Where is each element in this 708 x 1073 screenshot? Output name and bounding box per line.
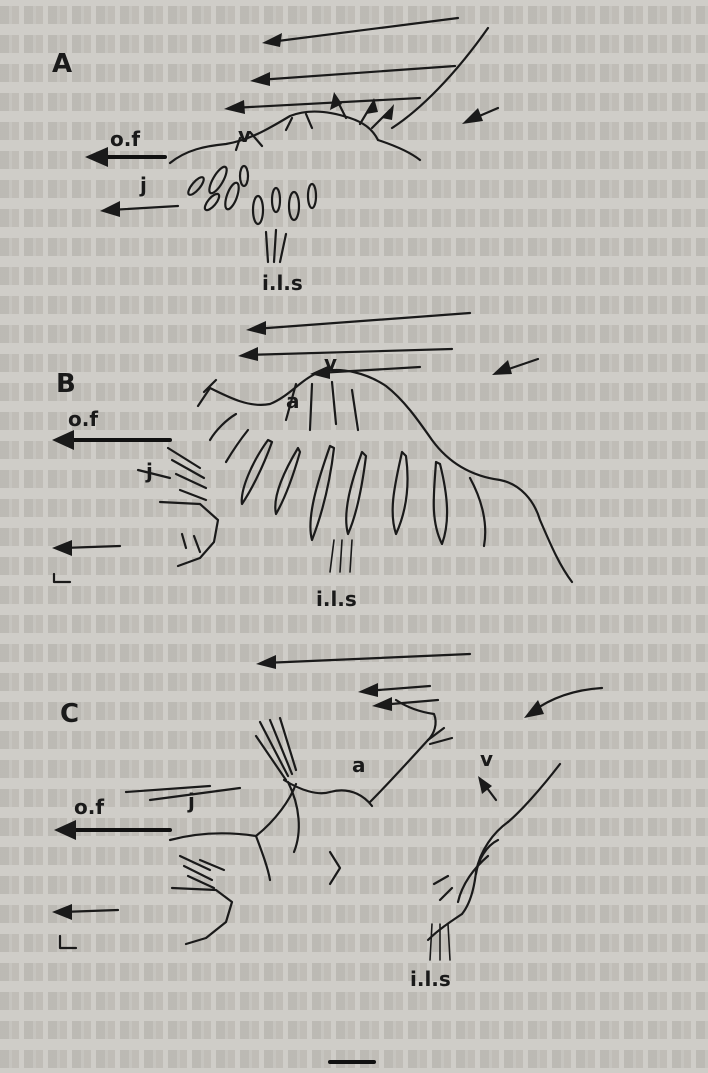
ils-label-b: i.l.s	[316, 587, 357, 611]
right-body-c: v	[428, 747, 560, 940]
v-label-b: v	[324, 351, 337, 375]
current-arrows-b	[238, 313, 538, 379]
j-label-b: j	[145, 459, 153, 483]
lamellae-a: i.l.s	[186, 165, 316, 295]
current-arrows-a	[224, 18, 498, 128]
jet-arrow-b: j	[52, 448, 218, 582]
outflow-label-a: o.f	[110, 127, 140, 151]
animal-outline-b: v a	[198, 351, 572, 582]
animal-outline-c: a	[170, 700, 452, 880]
panel-c: C o.f a v	[52, 654, 602, 1062]
outflow-arrow-a: o.f	[85, 127, 165, 167]
ils-label-c: i.l.s	[410, 967, 451, 991]
outflow-arrow-c: o.f	[54, 795, 170, 840]
outflow-arrow-b: o.f	[52, 407, 170, 450]
panel-a: A o.f v	[52, 18, 498, 295]
j-label-c: j	[187, 789, 195, 813]
animal-outline-a: v	[170, 92, 420, 163]
ils-label-a: i.l.s	[262, 271, 303, 295]
current-arrows-c	[256, 654, 602, 718]
v-label-a: v	[238, 123, 251, 147]
a-label-b: a	[286, 389, 300, 413]
a-label-c: a	[352, 753, 366, 777]
jet-arrow-a: j	[100, 173, 178, 217]
outflow-label-b: o.f	[68, 407, 98, 431]
j-label-a: j	[139, 173, 147, 197]
panel-c-label: C	[60, 699, 79, 729]
panel-b: B o.f v a i.l.s	[52, 313, 572, 611]
v-label-c: v	[480, 747, 493, 771]
outflow-label-c: o.f	[74, 795, 104, 819]
lamellae-c: i.l.s	[288, 782, 451, 991]
lamellae-b: i.l.s	[210, 414, 485, 611]
panel-a-label: A	[52, 49, 72, 79]
panel-b-label: B	[56, 369, 76, 399]
